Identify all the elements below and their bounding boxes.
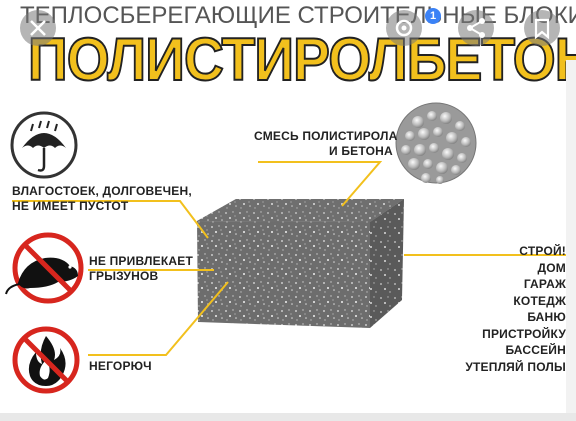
bookmark-icon [534, 18, 550, 40]
scrollbar-track[interactable] [566, 60, 576, 413]
lens-button[interactable] [386, 10, 422, 46]
notification-badge: 1 [425, 8, 441, 24]
uses-heading: СТРОЙ! [519, 244, 566, 258]
feature-rodents: НЕ ПРИВЛЕКАЕТ ГРЫЗУНОВ [89, 254, 193, 284]
feature-rodents-line1: НЕ ПРИВЛЕКАЕТ [89, 254, 193, 268]
image-viewer-toolbar: 1 [0, 6, 576, 50]
share-button[interactable] [458, 10, 494, 46]
leader-lines [12, 161, 566, 356]
umbrella-rain-icon [10, 111, 78, 179]
feature-fire-line1: НЕГОРЮЧ [89, 359, 152, 373]
bookmark-button[interactable] [524, 10, 560, 46]
feature-mix: СМЕСЬ ПОЛИСТИРОЛА И БЕТОНА [254, 129, 398, 159]
uses-item-bath: БАНЮ [527, 310, 566, 324]
feature-moisture-line1: ВЛАГОСТОЕК, ДОЛГОВЕЧЕН, [12, 184, 192, 198]
lens-icon [395, 19, 413, 37]
feature-mix-line1: СМЕСЬ ПОЛИСТИРОЛА [254, 129, 398, 143]
close-icon [30, 20, 46, 36]
bottom-bar [0, 413, 576, 421]
uses-item-dom: ДОМ [537, 260, 566, 275]
feature-moisture: ВЛАГОСТОЕК, ДОЛГОВЕЧЕН, НЕ ИМЕЕТ ПУСТОТ [12, 184, 192, 214]
uses-item-floors: УТЕПЛЯЙ ПОЛЫ [465, 359, 566, 374]
feature-rodents-line2: ГРЫЗУНОВ [89, 269, 159, 283]
granule-texture-icon [395, 102, 477, 184]
uses-list: СТРОЙ! ДОМ ГАРАЖ КОТЕДЖ БАНЮ ПРИСТРОЙКУ … [465, 243, 566, 375]
share-icon [467, 18, 485, 38]
close-button[interactable] [20, 10, 56, 46]
concrete-block [197, 199, 404, 328]
uses-item-extension: ПРИСТРОЙКУ [482, 326, 566, 341]
uses-item-cottage: КОТЕДЖ [513, 293, 566, 308]
no-rodent-icon [5, 232, 84, 304]
feature-moisture-line2: НЕ ИМЕЕТ ПУСТОТ [12, 199, 129, 213]
no-fire-icon [12, 326, 80, 394]
uses-item-garage: ГАРАЖ [523, 277, 566, 291]
feature-mix-line2: И БЕТОНА [329, 144, 393, 158]
feature-fire: НЕГОРЮЧ [89, 359, 152, 374]
uses-item-pool: БАССЕЙН [505, 343, 566, 357]
